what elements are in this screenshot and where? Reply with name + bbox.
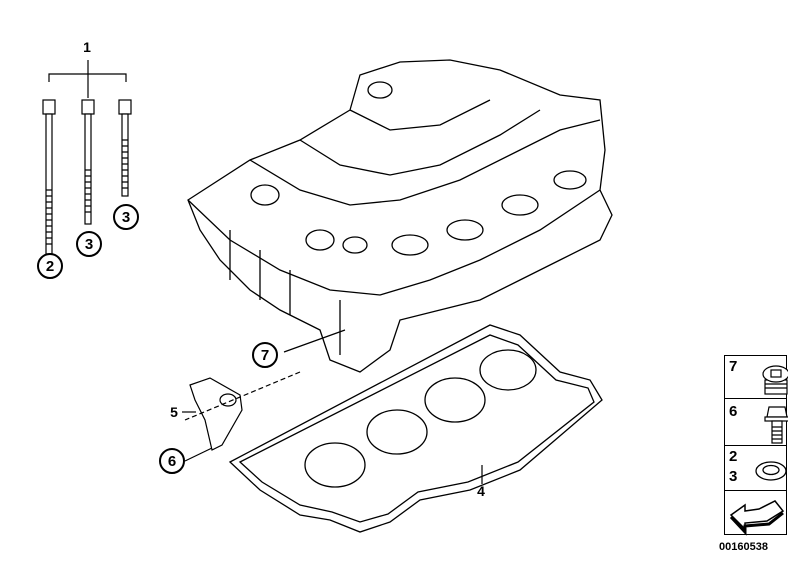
group-bracket [48,60,127,98]
head-gasket [228,324,603,533]
bracket [189,377,243,451]
long-bolt [42,99,56,255]
mid-bolt [81,99,95,225]
arrow-icon [729,500,785,536]
legend-item-6[interactable]: 6 [725,399,788,446]
parts-legend: 7 6 2 3 [724,355,788,536]
legend-item-7[interactable]: 7 [725,356,788,399]
callout-3-mid[interactable]: 3 [76,231,102,257]
legend-number: 2 [729,448,738,465]
callout-2[interactable]: 2 [37,253,63,279]
hex-bolt-icon [764,406,788,444]
callout-5: 5 [170,404,178,420]
cylinder-head [187,59,613,373]
washer-icon [755,461,787,481]
legend-number: 3 [729,468,738,485]
legend-item-2-3[interactable]: 2 3 [725,446,787,491]
callout-7[interactable]: 7 [252,342,278,368]
legend-item-arrow[interactable] [725,491,786,536]
diagram-id: 00160538 [719,541,768,553]
callout-4: 4 [477,483,485,499]
legend-number: 6 [729,403,738,420]
short-bolt [118,99,132,197]
callout-1: 1 [83,39,91,55]
callout-6[interactable]: 6 [159,448,185,474]
screw-plug-icon [762,365,788,395]
callout-3-short[interactable]: 3 [113,204,139,230]
legend-number: 7 [729,358,738,375]
